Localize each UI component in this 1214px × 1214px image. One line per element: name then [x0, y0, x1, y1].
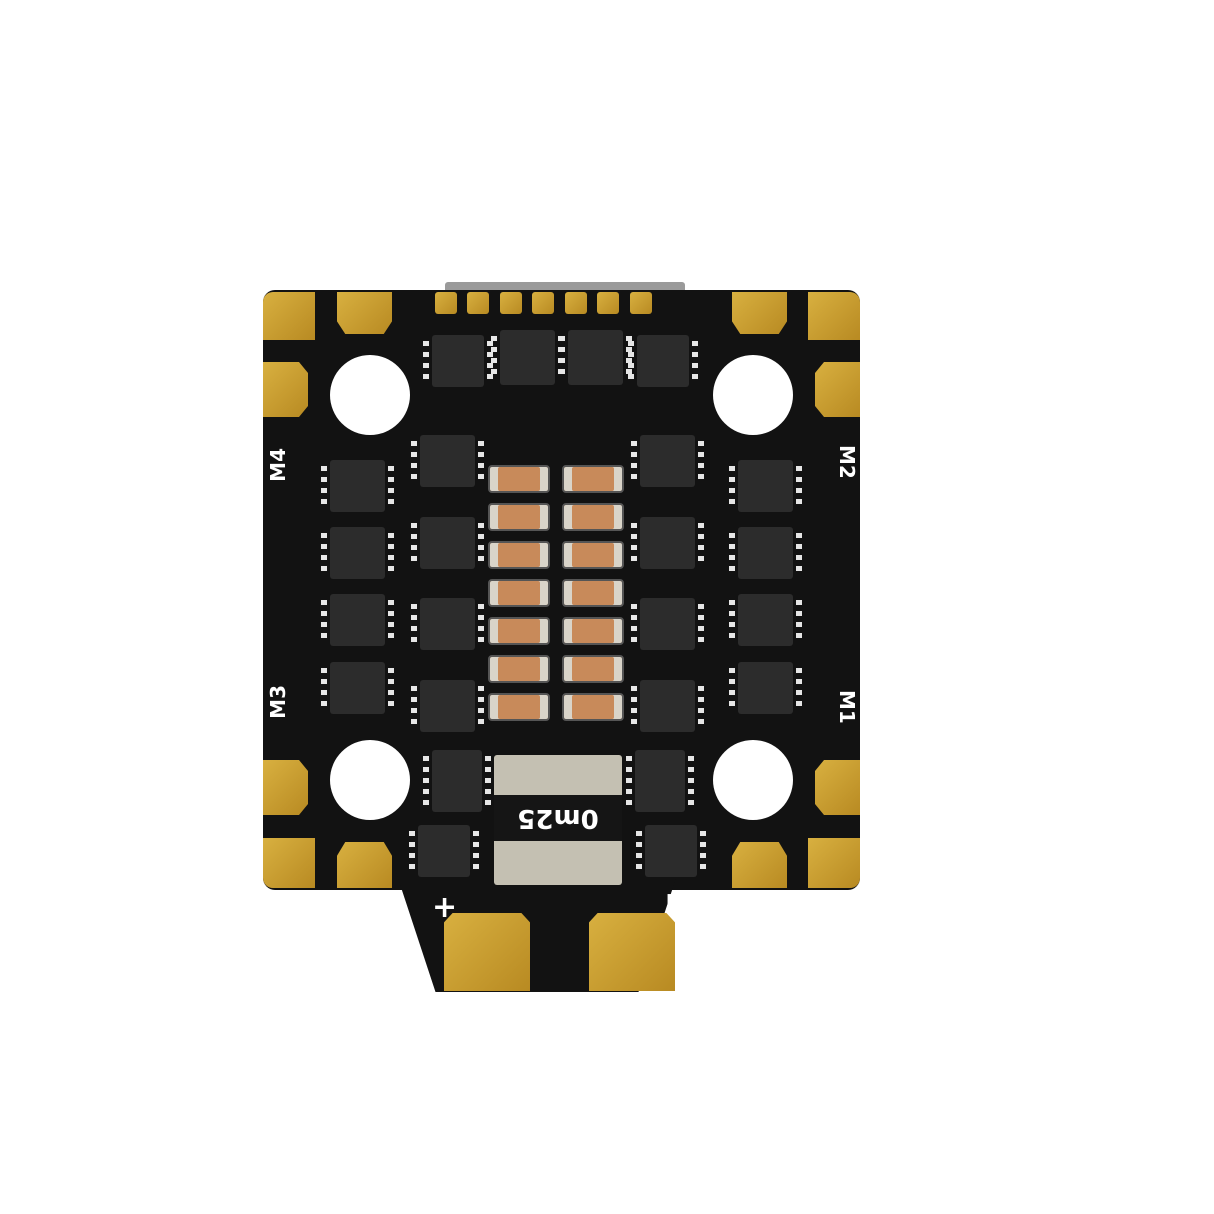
mosfet-chip — [411, 517, 484, 569]
motor-pad-m1 — [815, 760, 860, 815]
mosfet-chip — [628, 335, 698, 387]
motor-label-m3: M3 — [266, 685, 290, 719]
mosfet-chip — [729, 527, 802, 579]
capacitor — [562, 693, 624, 721]
capacitor — [562, 541, 624, 569]
capacitor — [488, 617, 550, 645]
motor-label-m2: M2 — [835, 445, 859, 479]
motor-pad-m3 — [263, 838, 315, 888]
signal-pad — [597, 292, 619, 314]
mounting-hole — [713, 740, 793, 820]
mosfet-chip — [321, 527, 394, 579]
capacitor — [488, 503, 550, 531]
battery-positive-pad — [444, 913, 530, 991]
signal-pad — [532, 292, 554, 314]
capacitor — [488, 693, 550, 721]
capacitor — [488, 465, 550, 493]
motor-pad-m2 — [808, 292, 860, 340]
motor-pad-m4 — [263, 362, 308, 417]
signal-pad — [467, 292, 489, 314]
capacitor — [488, 655, 550, 683]
motor-pad-m3 — [337, 842, 392, 888]
mosfet-chip — [631, 517, 704, 569]
negative-label: − — [652, 890, 688, 917]
mosfet-chip — [423, 750, 491, 812]
mosfet-chip — [411, 680, 484, 732]
mosfet-chip — [321, 460, 394, 512]
shunt-resistor-band — [494, 795, 622, 841]
mosfet-chip — [626, 750, 694, 812]
positive-label: + — [432, 890, 458, 925]
mosfet-chip — [729, 594, 802, 646]
motor-pad-m2 — [732, 292, 787, 334]
motor-pad-m4 — [337, 292, 392, 334]
motor-pad-m1 — [808, 838, 860, 888]
mosfet-chip — [423, 335, 493, 387]
mosfet-chip — [631, 598, 704, 650]
motor-label-m1: M1 — [835, 690, 859, 724]
mosfet-chip — [729, 460, 802, 512]
signal-pad — [435, 292, 457, 314]
capacitor — [562, 617, 624, 645]
signal-pad — [565, 292, 587, 314]
signal-pad — [630, 292, 652, 314]
shunt-value-label: 0m25 — [517, 803, 599, 833]
mosfet-chip — [631, 435, 704, 487]
motor-pad-m3 — [263, 760, 308, 815]
motor-pad-m2 — [815, 362, 860, 417]
mosfet-chip — [411, 435, 484, 487]
mounting-hole — [330, 740, 410, 820]
motor-label-m4: M4 — [266, 448, 290, 482]
mosfet-chip — [321, 594, 394, 646]
capacitor — [488, 579, 550, 607]
capacitor — [562, 655, 624, 683]
top-connector — [445, 282, 685, 292]
mosfet-chip — [409, 825, 479, 877]
signal-pad — [500, 292, 522, 314]
driver-chip — [559, 330, 632, 385]
battery-negative-pad — [589, 913, 675, 991]
motor-pad-m1 — [732, 842, 787, 888]
mosfet-chip — [411, 598, 484, 650]
capacitor — [562, 503, 624, 531]
mosfet-chip — [631, 680, 704, 732]
mosfet-chip — [636, 825, 706, 877]
mounting-hole — [330, 355, 410, 435]
capacitor — [562, 579, 624, 607]
mounting-hole — [713, 355, 793, 435]
motor-pad-m4 — [263, 292, 315, 340]
mosfet-chip — [729, 662, 802, 714]
capacitor — [488, 541, 550, 569]
driver-chip — [491, 330, 564, 385]
mosfet-chip — [321, 662, 394, 714]
capacitor — [562, 465, 624, 493]
